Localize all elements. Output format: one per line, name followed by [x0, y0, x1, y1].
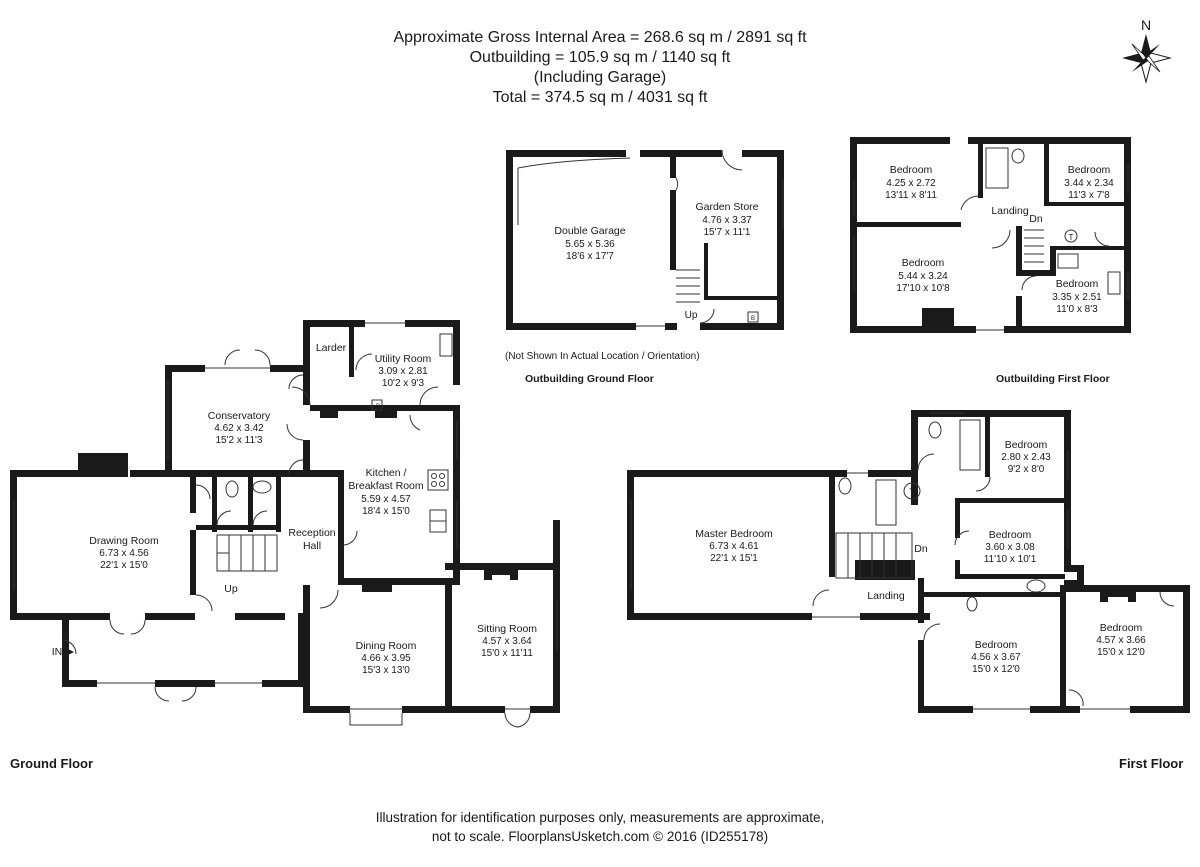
master-bedroom-imperial: 22'1 x 15'1 — [710, 553, 758, 564]
ff-bedroom-1-imperial: 9'2 x 8'0 — [1008, 464, 1045, 475]
entrance-in-label: IN — [52, 646, 63, 658]
utility-room-metric: 3.09 x 2.81 — [378, 366, 428, 377]
ob-stairs-down-label: Dn — [1029, 213, 1043, 225]
ff-stairs-down-label: Dn — [914, 543, 928, 555]
reception-hall-name-line-2: Hall — [303, 540, 321, 552]
ff-bedroom-3-name: Bedroom — [975, 639, 1018, 651]
ob-bedroom-3-metric: 5.44 x 3.24 — [898, 271, 948, 282]
stairs-up-label: Up — [685, 310, 698, 321]
area-summary-line-1: Approximate Gross Internal Area = 268.6 … — [393, 29, 807, 46]
outbuilding-first-walls — [850, 137, 1131, 333]
dining-room-name: Dining Room — [356, 640, 417, 652]
dining-room-imperial: 15'3 x 13'0 — [362, 665, 410, 676]
ob-bedroom-4-imperial: 11'0 x 8'3 — [1056, 304, 1098, 315]
compass-north-label: N — [1141, 17, 1151, 33]
ground-floor-walls — [10, 320, 560, 713]
gf-stairs-up-label: Up — [224, 583, 238, 595]
master-bedroom-name: Master Bedroom — [695, 528, 773, 540]
conservatory-name: Conservatory — [208, 410, 271, 422]
ob-bedroom-1-name: Bedroom — [890, 164, 933, 176]
ob-bedroom-2-imperial: 11'3 x 7'8 — [1068, 190, 1110, 201]
ff-bedroom-4-metric: 4.57 x 3.66 — [1096, 635, 1146, 646]
ob-bedroom-2-metric: 3.44 x 2.34 — [1064, 178, 1114, 189]
ff-bedroom-4-name: Bedroom — [1100, 622, 1143, 634]
ob-bedroom-4-name: Bedroom — [1056, 278, 1099, 290]
ff-tank-label: T — [909, 487, 915, 497]
first-floor-walls — [627, 410, 1190, 713]
garden-store-name: Garden Store — [695, 201, 758, 213]
ob-bedroom-4-metric: 3.35 x 2.51 — [1052, 292, 1102, 303]
ff-bedroom-3-imperial: 15'0 x 12'0 — [972, 664, 1020, 675]
ground-floor-label: Ground Floor — [10, 756, 94, 771]
double-garage-imperial: 18'6 x 17'7 — [566, 251, 614, 262]
sitting-room-name: Sitting Room — [477, 623, 537, 635]
ob-bedroom-2-name: Bedroom — [1068, 164, 1111, 176]
utility-room-name: Utility Room — [375, 353, 432, 365]
double-garage-metric: 5.65 x 5.36 — [565, 239, 615, 250]
ff-landing-label: Landing — [867, 590, 905, 602]
ff-bedroom-4-imperial: 15'0 x 12'0 — [1097, 647, 1145, 658]
disclaimer-line-2: not to scale. FloorplansUsketch.com © 20… — [431, 829, 769, 844]
garden-store-metric: 4.76 x 3.37 — [702, 215, 752, 226]
entrance-arrow-icon — [66, 648, 74, 656]
conservatory-metric: 4.62 x 3.42 — [214, 423, 264, 434]
dining-room-metric: 4.66 x 3.95 — [361, 653, 411, 664]
compass-rose-icon — [1122, 34, 1172, 84]
ob-landing-label: Landing — [991, 205, 1029, 217]
outbuilding-ground-walls — [506, 150, 784, 330]
area-summary-line-4: Total = 374.5 sq m / 4031 sq ft — [492, 89, 708, 106]
sitting-room-imperial: 15'0 x 11'11 — [481, 648, 533, 659]
disclaimer-line-1: Illustration for identification purposes… — [375, 810, 825, 825]
outbuilding-location-note: (Not Shown In Actual Location / Orientat… — [505, 351, 700, 362]
drawing-room-metric: 6.73 x 4.56 — [99, 548, 149, 559]
ob-bedroom-3-imperial: 17'10 x 10'8 — [896, 283, 950, 294]
tank-label: T — [1069, 233, 1074, 242]
kitchen-imperial: 18'4 x 15'0 — [362, 506, 410, 517]
ff-bedroom-3-metric: 4.56 x 3.67 — [971, 652, 1021, 663]
first-floor-label: First Floor — [1119, 756, 1184, 771]
utility-boiler-label: B — [376, 404, 380, 410]
outbuilding-first-floor-label: Outbuilding First Floor — [996, 373, 1110, 385]
area-summary-line-2: Outbuilding = 105.9 sq m / 1140 sq ft — [469, 49, 731, 66]
ff-bedroom-2-name: Bedroom — [989, 529, 1032, 541]
ff-bedroom-2-metric: 3.60 x 3.08 — [985, 542, 1035, 553]
drawing-room-imperial: 22'1 x 15'0 — [100, 560, 148, 571]
ff-bedroom-1-name: Bedroom — [1005, 439, 1048, 451]
reception-hall-name-line-1: Reception — [288, 527, 335, 539]
boiler-label: B — [751, 316, 755, 322]
garden-store-imperial: 15'7 x 11'1 — [703, 227, 750, 238]
kitchen-metric: 5.59 x 4.57 — [361, 494, 411, 505]
sitting-room-metric: 4.57 x 3.64 — [482, 636, 532, 647]
larder-name: Larder — [316, 342, 347, 354]
conservatory-imperial: 15'2 x 11'3 — [215, 435, 262, 446]
master-bedroom-metric: 6.73 x 4.61 — [709, 541, 759, 552]
area-summary-line-3: (Including Garage) — [533, 69, 667, 86]
drawing-room-name: Drawing Room — [89, 535, 159, 547]
kitchen-name-line-2: Breakfast Room — [348, 480, 424, 492]
outbuilding-ground-floor-label: Outbuilding Ground Floor — [525, 373, 654, 385]
ff-bedroom-1-metric: 2.80 x 2.43 — [1001, 452, 1051, 463]
ob-bedroom-1-imperial: 13'11 x 8'11 — [885, 190, 937, 201]
ff-bedroom-2-imperial: 11'10 x 10'1 — [984, 554, 1037, 565]
ob-bedroom-3-name: Bedroom — [902, 257, 945, 269]
double-garage-name: Double Garage — [554, 225, 625, 237]
kitchen-name-line-1: Kitchen / — [366, 467, 407, 479]
utility-room-imperial: 10'2 x 9'3 — [382, 378, 425, 389]
ob-bedroom-1-metric: 4.25 x 2.72 — [886, 178, 936, 189]
